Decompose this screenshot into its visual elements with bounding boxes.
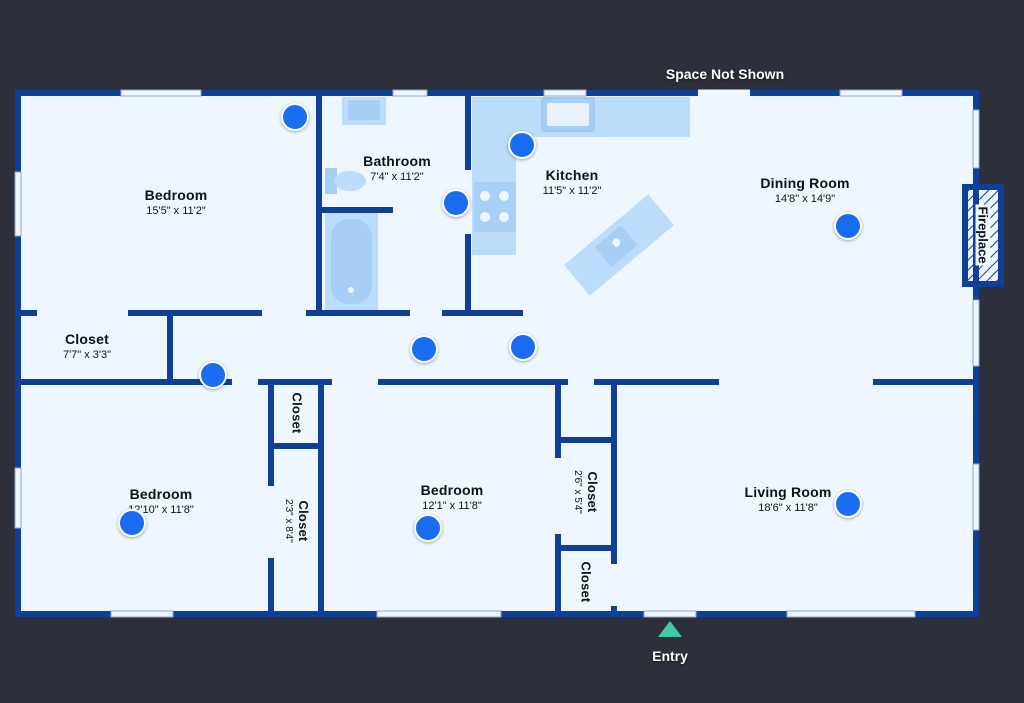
room-name: Bathroom	[363, 153, 431, 169]
viewpoint-marker-living-room[interactable]	[834, 490, 862, 518]
fireplace-label: Fireplace	[975, 204, 991, 266]
room-label-bedroom-top-left: Bedroom 15'5" x 11'2"	[145, 187, 208, 217]
room-dimensions: 14'8" x 14'9"	[774, 193, 836, 205]
viewpoint-marker-kitchen[interactable]	[508, 131, 536, 159]
room-dimensions: 11'5" x 11'2"	[542, 185, 602, 197]
room-label-kitchen: Kitchen 11'5" x 11'2"	[543, 167, 602, 197]
room-dimensions: 2'3" x 8'4"	[283, 499, 294, 543]
island-sink-icon	[612, 238, 621, 248]
toilet-tank	[325, 168, 337, 194]
burner	[480, 212, 490, 222]
room-dimensions: 15'5" x 11'2"	[146, 205, 206, 217]
burner	[480, 191, 490, 201]
viewpoint-marker-bathroom[interactable]	[442, 189, 470, 217]
bathroom-sink-icon	[348, 100, 380, 120]
viewpoint-marker-bedroom-bottom-left[interactable]	[118, 509, 146, 537]
room-name: Kitchen	[545, 167, 599, 183]
room-label-closet-small-a: Closet	[290, 393, 305, 434]
viewpoint-marker-hall-left[interactable]	[199, 361, 227, 389]
room-dimensions: 7'7" x 3'3"	[62, 349, 112, 361]
room-name: Closet	[289, 392, 305, 434]
viewpoint-marker-hall-right[interactable]	[509, 333, 537, 361]
kitchen-island	[564, 194, 674, 296]
entry-label: Entry	[652, 648, 688, 664]
room-label-closet-d: Closet	[579, 562, 594, 603]
windows	[14, 89, 980, 618]
bathtub-basin-icon	[331, 219, 372, 304]
room-dimensions: 18'6" x 11'8"	[758, 502, 818, 514]
room-label-bedroom-bottom-left: Bedroom 12'10" x 11'8"	[128, 486, 194, 516]
bathroom-fixtures	[325, 97, 386, 310]
room-label-closet-c: Closet 2'6" x 5'4"	[572, 470, 600, 514]
room-name: Dining Room	[760, 175, 850, 191]
room-label-closet-hall: Closet 7'7" x 3'3"	[63, 331, 111, 361]
room-dimensions: 12'1" x 11'8"	[422, 500, 482, 512]
room-label-dining-room: Dining Room 14'8" x 14'9"	[760, 175, 849, 205]
room-label-bedroom-center: Bedroom 12'1" x 11'8"	[421, 482, 484, 512]
kitchen-sink-basin	[547, 103, 589, 126]
viewpoint-marker-bedroom-center[interactable]	[414, 514, 442, 542]
room-name: Bedroom	[144, 187, 208, 203]
burner	[499, 191, 509, 201]
viewpoint-marker-hall-center[interactable]	[410, 335, 438, 363]
toilet-bowl-icon	[334, 171, 366, 191]
room-name: Bedroom	[420, 482, 484, 498]
entry-arrow-icon	[658, 621, 682, 637]
room-label-living-room: Living Room 18'6" x 11'8"	[745, 484, 832, 514]
viewpoint-marker-bedroom-top-left[interactable]	[281, 103, 309, 131]
drain-icon	[348, 287, 354, 293]
room-name: Living Room	[744, 484, 832, 500]
stove-icon	[474, 182, 516, 232]
room-dimensions: 12'10" x 11'8"	[128, 504, 194, 516]
room-label-closet-small-b: Closet 2'3" x 8'4"	[283, 499, 311, 543]
room-label-bathroom: Bathroom 7'4" x 11'2"	[363, 153, 431, 183]
room-dimensions: 7'4" x 11'2"	[370, 171, 424, 183]
room-name: Closet	[296, 500, 311, 542]
burner	[499, 212, 509, 222]
space-not-shown-label: Space Not Shown	[665, 66, 785, 82]
room-name: Closet	[65, 331, 109, 347]
viewpoint-marker-dining-room[interactable]	[834, 212, 862, 240]
room-name: Bedroom	[129, 486, 193, 502]
room-name: Closet	[578, 561, 594, 603]
room-name: Closet	[585, 471, 600, 513]
room-dimensions: 2'6" x 5'4"	[572, 470, 583, 514]
